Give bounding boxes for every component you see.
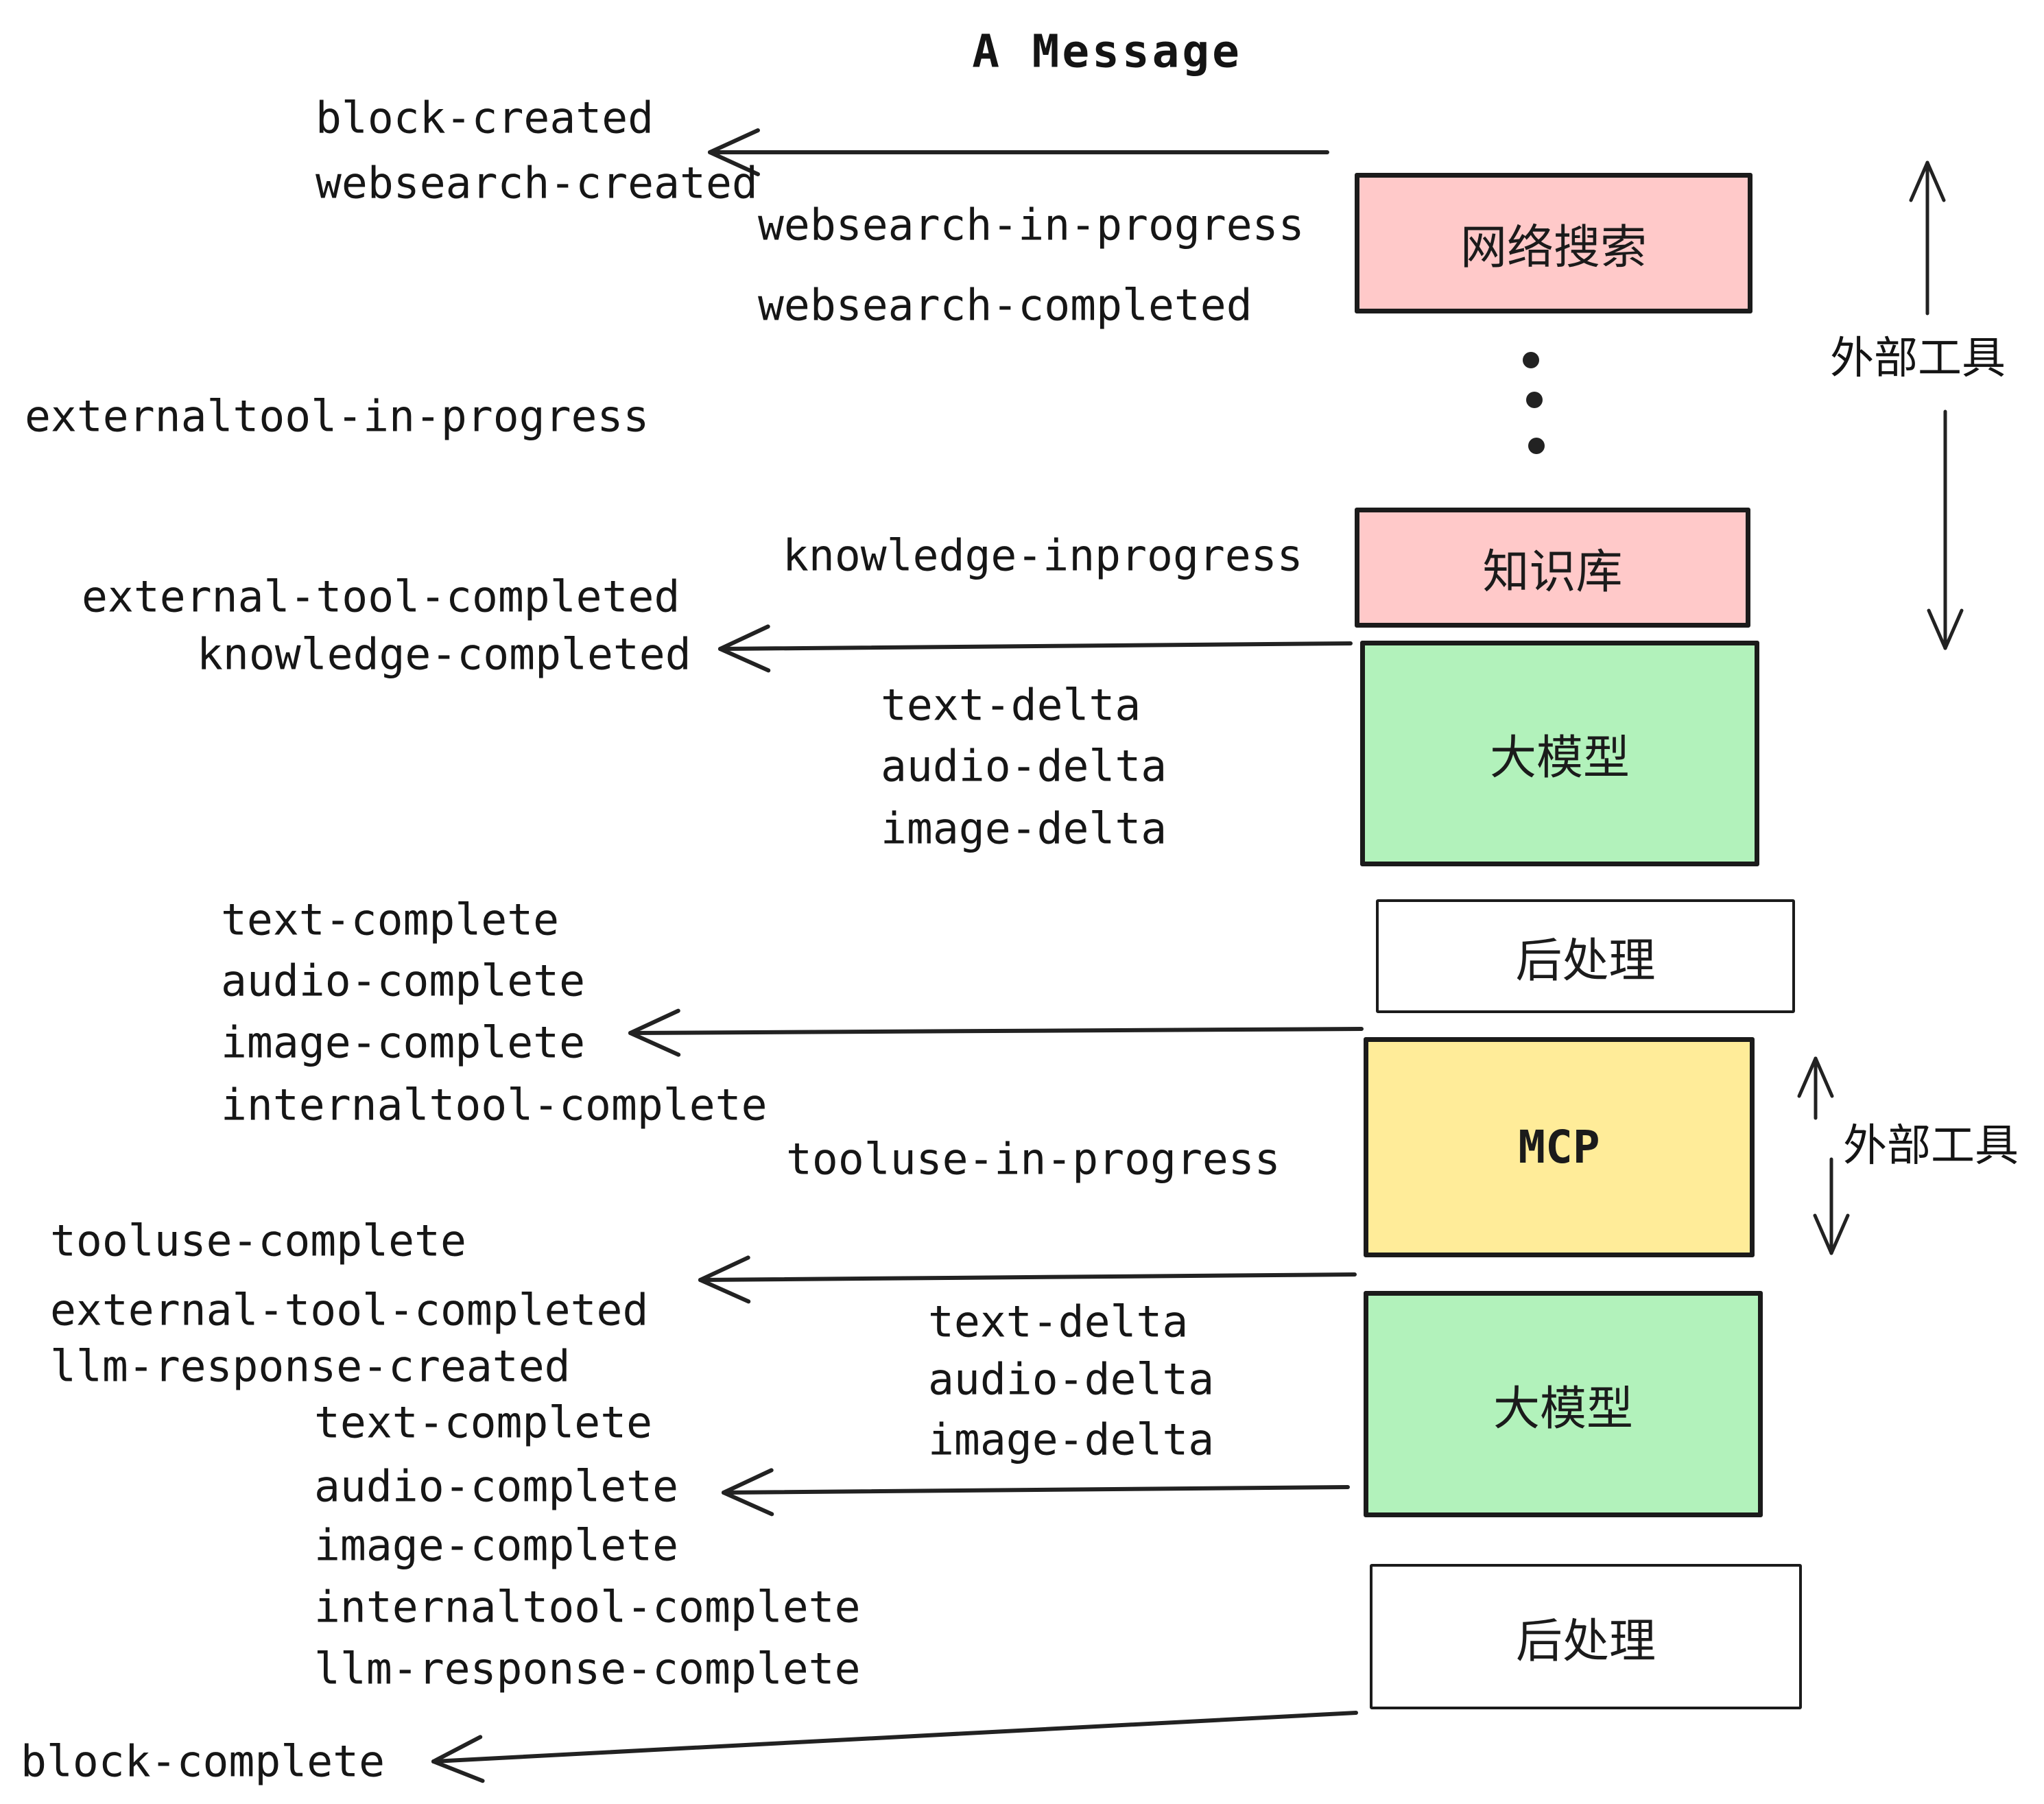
flow-arrow-1 [718,641,1353,651]
llm-node-2-label: 大模型 [1493,1381,1633,1436]
flow-arrow-4 [722,1485,1350,1495]
event-label: text-complete [314,1397,653,1448]
flow-arrow-3-head [698,1278,751,1304]
flow-arrow-5-head [431,1759,485,1783]
event-label: block-complete [21,1736,385,1787]
mcp-node: MCP [1364,1037,1755,1257]
flow-arrow-3 [698,1272,1357,1282]
postprocess-node-2-label: 后处理 [1515,1614,1656,1669]
event-label: llm-response-created [50,1341,571,1392]
event-label: llm-response-complete [314,1643,861,1694]
vertical-ellipsis-dot [1526,392,1543,408]
annotation-down-arrow-0-head [1927,608,1947,650]
flow-arrow-2 [628,1027,1364,1035]
event-label: text-complete [221,894,560,945]
flow-arrow-4-head [722,1491,774,1517]
event-label: external-tool-completed [50,1285,649,1336]
flow-arrow-0-head [708,150,760,176]
event-label: tooluse-in-progress [786,1134,1281,1185]
flow-arrow-1-head [718,624,770,651]
flow-arrow-0-head [708,128,760,154]
annotation-up-arrow-1-head [1797,1056,1818,1098]
event-label: external-tool-completed [82,571,680,622]
event-label: audio-complete [314,1461,679,1512]
event-label: websearch-created [316,158,758,209]
flow-arrow-4-head [722,1468,774,1495]
annotation-down-arrow-0-head [1943,608,1964,650]
llm-node-2: 大模型 [1364,1291,1763,1517]
event-label: block-created [316,93,654,143]
event-label: image-delta [881,803,1167,854]
annotation-down-arrow-1-head [1813,1213,1833,1255]
vertical-ellipsis-dot [1528,438,1545,454]
llm-node-1: 大模型 [1360,641,1759,866]
event-label: image-delta [928,1414,1215,1465]
annotation-up-arrow-0-head [1909,161,1929,202]
event-label: image-complete [221,1017,586,1068]
postprocess-node-1-label: 后处理 [1515,934,1656,988]
vertical-ellipsis-dot [1523,352,1539,368]
knowledge-base-node-label: 知识库 [1482,545,1623,600]
event-label: externaltool-in-progress [25,391,650,442]
knowledge-base-node: 知识库 [1355,508,1750,628]
flow-arrow-2-head [628,1031,681,1057]
event-label: internaltool-complete [314,1582,861,1633]
flow-arrow-1-head [718,647,771,673]
event-label: image-complete [314,1520,679,1571]
event-label: websearch-in-progress [758,200,1305,250]
postprocess-node-1: 后处理 [1376,899,1795,1013]
event-label: tooluse-complete [50,1215,466,1266]
diagram-title: A Message [972,25,1242,78]
annotation-down-arrow-1-head [1829,1213,1850,1255]
annotation-up-arrow-0-head [1925,161,1946,202]
mcp-node-label: MCP [1518,1121,1600,1174]
flow-arrow-3-head [698,1255,750,1282]
event-label: knowledge-completed [197,629,691,680]
event-label: text-delta [928,1296,1189,1347]
external-tools-label: 外部工具 [1843,1121,2019,1172]
event-label: audio-delta [928,1354,1215,1405]
annotation-up-arrow-1-head [1814,1056,1834,1098]
event-label: audio-complete [221,956,586,1006]
websearch-node: 网络搜索 [1355,173,1752,313]
flow-arrow-5 [431,1711,1358,1764]
llm-node-1-label: 大模型 [1489,731,1630,785]
flow-arrow-2-head [628,1008,680,1035]
flow-arrow-5-head [431,1735,483,1764]
event-label: websearch-completed [758,280,1252,331]
event-label: audio-delta [881,741,1167,792]
websearch-node-label: 网络搜索 [1460,221,1647,275]
postprocess-node-2: 后处理 [1370,1564,1802,1709]
event-label: internaltool-complete [221,1080,768,1130]
event-label: text-delta [881,680,1141,731]
external-tools-label: 外部工具 [1830,333,2006,384]
event-label: knowledge-inprogress [783,530,1303,581]
